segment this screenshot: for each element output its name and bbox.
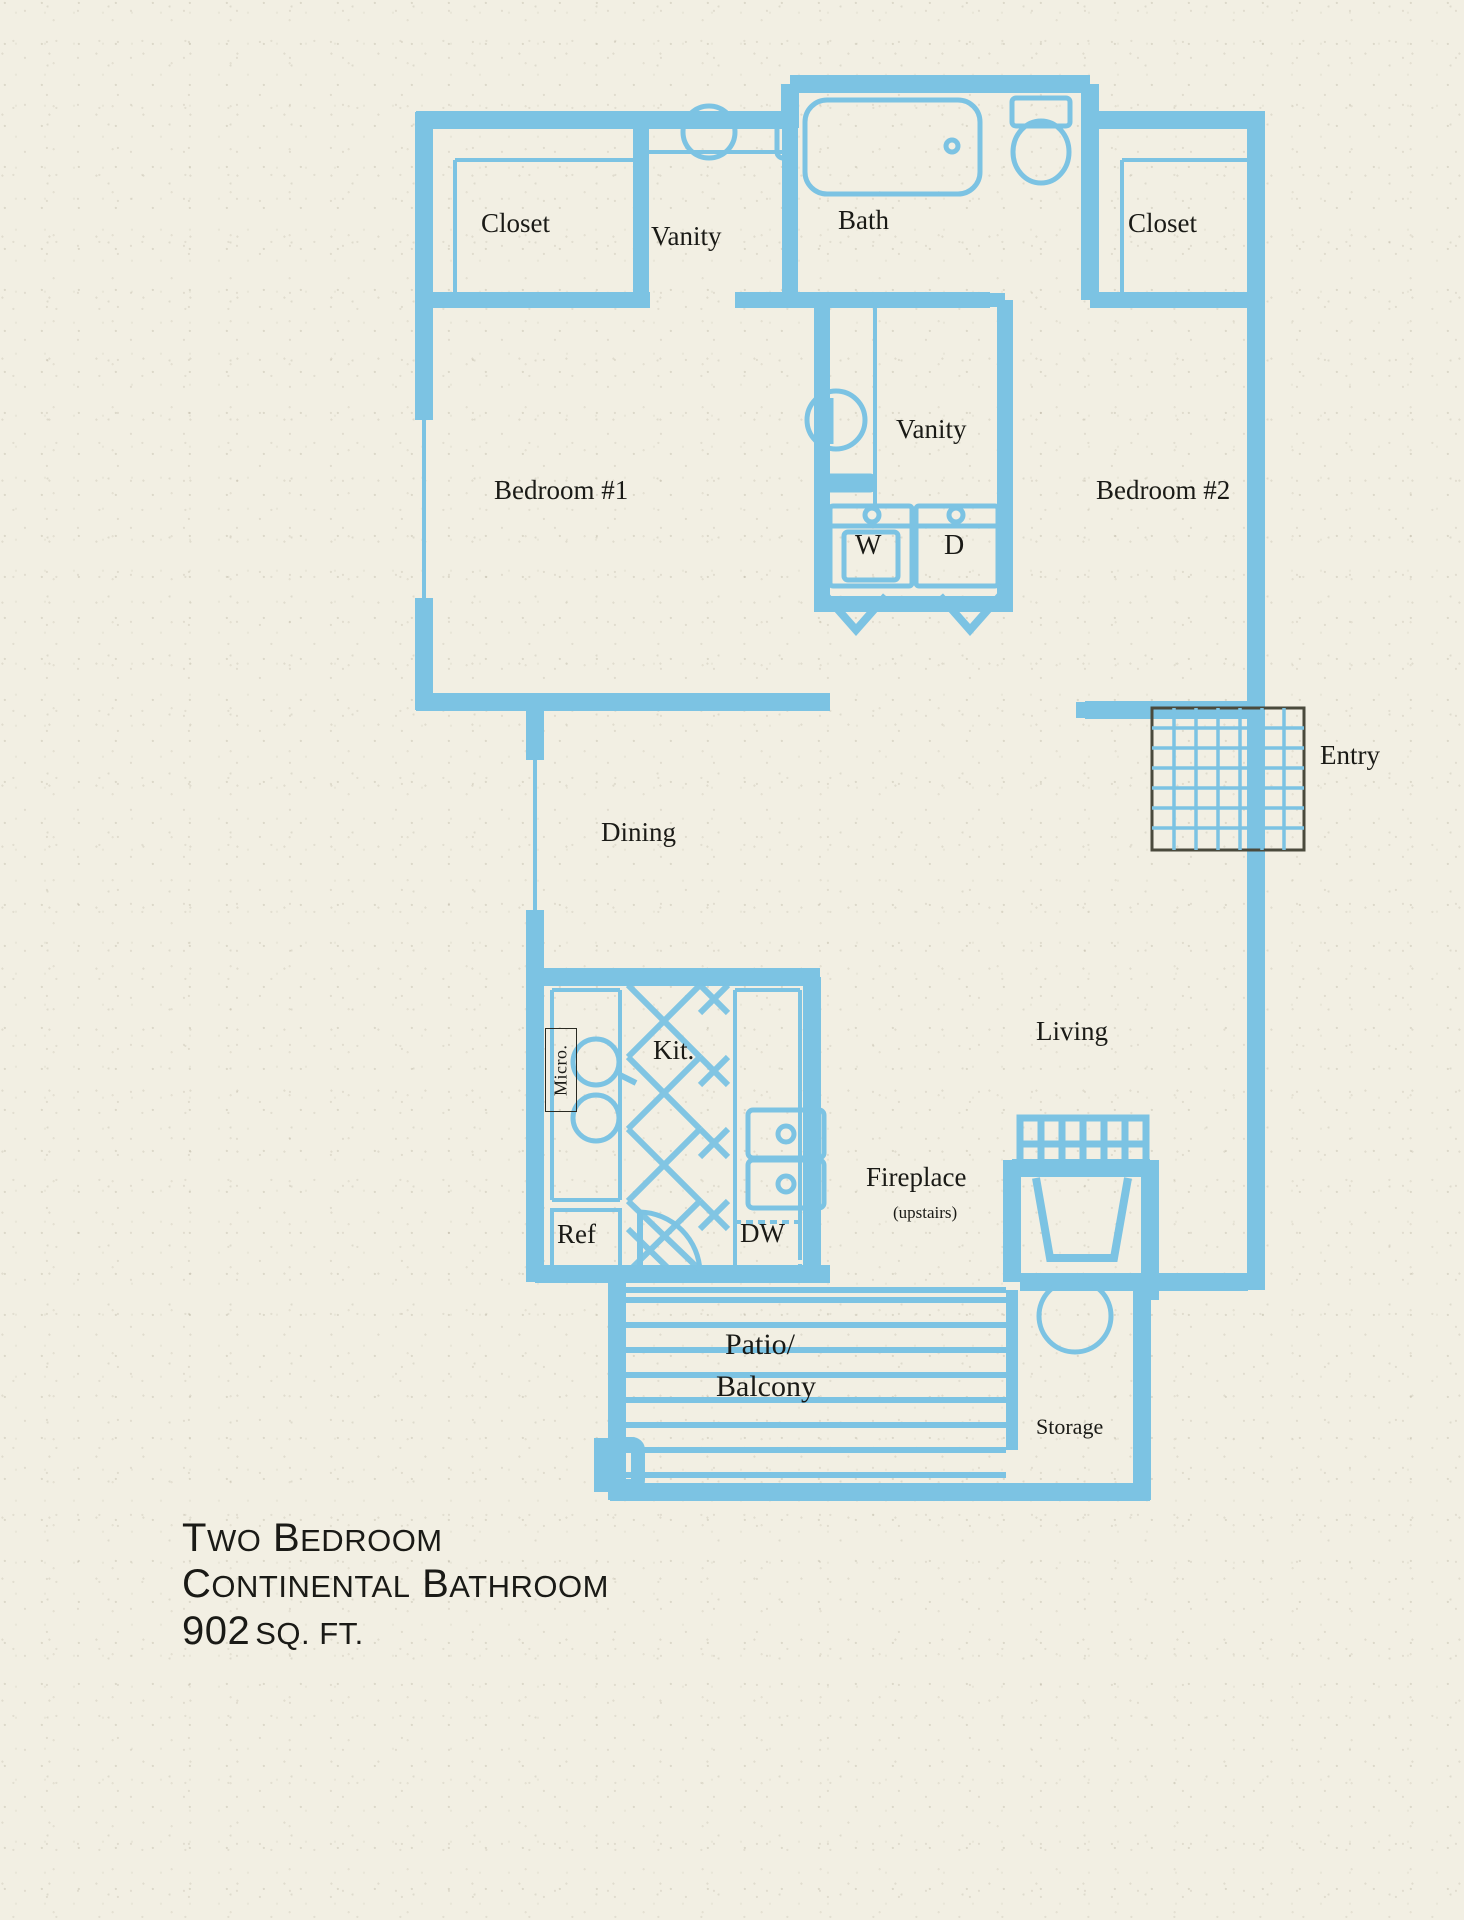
label-living: Living [1036,1016,1108,1046]
kitchen-sink-basin-icon [745,1157,827,1211]
fireplace-hearth-icon [1016,1114,1150,1174]
center-vanity-sink-icon [804,388,868,452]
stove-burner-icon [570,1092,622,1144]
bathtub-icon [802,97,983,197]
label-closet-right: Closet [1128,208,1198,238]
fixture-group [570,95,1306,1355]
area-units: SQ. FT. [255,1615,364,1651]
area-number: 902 [182,1608,251,1653]
label-bedroom-2: Bedroom #2 [1096,475,1231,505]
label-dryer: D [944,530,965,561]
label-vanity-top: Vanity [651,221,722,251]
title-line-2: CONTINENTAL BATHROOM [182,1562,609,1607]
bathtub-drain-icon [943,137,961,155]
label-patio-line2: Balcony [716,1370,816,1403]
toilet-bowl-icon [1010,118,1072,186]
label-micro: Micro. [545,1028,577,1112]
label-fireplace: Fireplace [866,1162,967,1192]
firebox-icon [1032,1177,1132,1262]
label-ref: Ref [557,1219,596,1249]
label-patio-line1: Patio/ [725,1328,796,1361]
label-bedroom-1: Bedroom #1 [494,475,629,505]
label-dw: DW [740,1218,785,1248]
living-round-fixture-icon [1036,1277,1114,1355]
entry-tile-icon [1150,706,1306,852]
label-kitchen: Kit. [653,1035,695,1065]
vanity-sink-icon [680,103,738,161]
wall-group [415,75,1265,1501]
label-fireplace-note: (upstairs) [893,1203,958,1222]
title-block: TWO BEDROOM CONTINENTAL BATHROOM 902 SQ.… [182,1515,609,1654]
label-vanity-center: Vanity [896,414,967,444]
label-storage: Storage [1036,1414,1104,1439]
label-entry: Entry [1320,740,1380,770]
label-bath: Bath [838,205,889,235]
label-washer: W [855,530,882,561]
title-line-1: TWO BEDROOM [182,1516,443,1560]
title-line-3: 902 SQ. FT. [182,1608,609,1654]
toilet-tank-icon [1009,95,1073,129]
stove-burner-icon [570,1036,622,1088]
label-dining: Dining [601,817,677,847]
label-closet-left: Closet [481,208,551,238]
